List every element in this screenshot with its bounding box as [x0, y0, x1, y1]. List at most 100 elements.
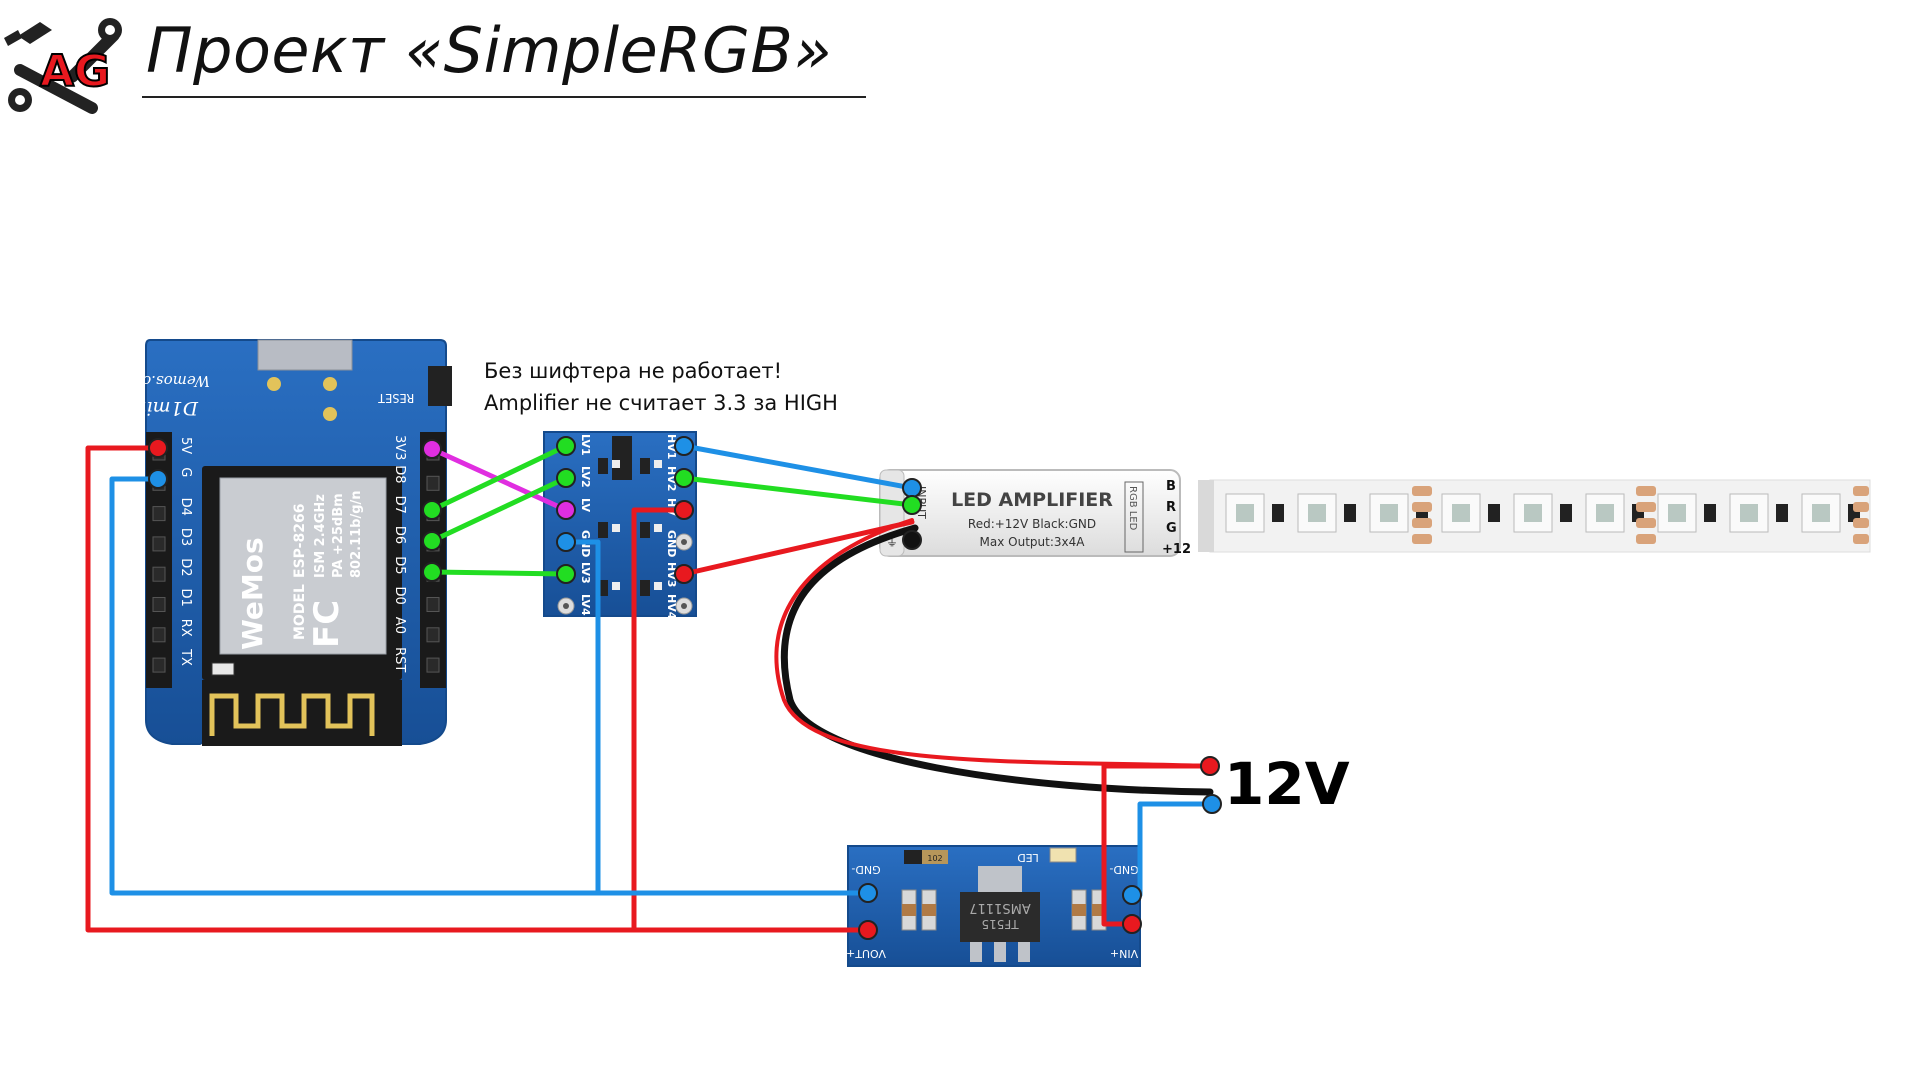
wrench-icon: [4, 18, 122, 114]
logo: AG: [4, 18, 122, 114]
dot-amp-gnd: [902, 530, 922, 550]
right-pin-socket: [426, 475, 440, 491]
shifter-hv-label: HV3: [665, 562, 678, 587]
shifter-resistor: [598, 458, 608, 474]
wire-hv4: [681, 519, 915, 577]
led-amplifier: LED AMPLIFIER Red:+12V Black:GND Max Out…: [879, 469, 1191, 557]
left-pin-socket: [152, 536, 166, 552]
shifter-resistor: [640, 580, 650, 596]
shifter-smd: [654, 582, 662, 590]
chip-line-0: MODEL: [292, 584, 308, 640]
shifter-hv-label: HV4: [665, 594, 678, 620]
dot-d7: [422, 500, 442, 520]
shifter-lv-label: LV: [579, 498, 592, 512]
led-chip: [1441, 493, 1481, 533]
led-die: [1596, 504, 1614, 522]
strip-resistor: [1776, 504, 1788, 522]
wire-vin: [1101, 763, 1213, 927]
shifter-resistor: [640, 458, 650, 474]
shifter-smd: [654, 460, 662, 468]
wemos-d1-mini-board: RESET Wemos.cc D1mini WeMos MODEL ESP-82…: [128, 339, 452, 746]
shifter-lv-label: LV4: [579, 594, 592, 616]
shifter-lv-label: LV3: [579, 562, 592, 584]
led-die: [1236, 504, 1254, 522]
note-line-2: Amplifier не считает 3.3 за HIGH: [484, 391, 838, 415]
amp-title: LED AMPLIFIER: [951, 489, 1113, 511]
shifter-resistor: [640, 522, 650, 538]
left-pin-label: D1: [178, 589, 193, 607]
dot-reg-gnd-out: [858, 883, 878, 903]
right-pin-label: D6: [392, 526, 407, 544]
amp-output-label: B: [1166, 479, 1176, 494]
shifter-hv-hole: [681, 539, 687, 545]
regulator-left-label-0: GND-: [851, 863, 880, 876]
amp-output-label: R: [1166, 500, 1176, 515]
regulator-capacitor-band: [1072, 904, 1086, 916]
wire-hv-supply: [631, 507, 687, 933]
shifter-hv-label: GND: [665, 530, 678, 557]
strip-solder-pad: [1853, 486, 1869, 496]
power-label: 12V: [1224, 750, 1350, 818]
regulator-chip-line2: TF515: [981, 917, 1019, 931]
wire-d7: [429, 443, 569, 513]
right-pin-label: D8: [392, 465, 407, 483]
strip-resistor: [1272, 504, 1284, 522]
right-pin-label: 3V3: [392, 435, 407, 460]
regulator-capacitor-band: [922, 904, 936, 916]
left-pin-label: D3: [178, 528, 193, 546]
strip-solder-pad: [1412, 518, 1432, 528]
wire-gnd: [109, 476, 871, 896]
wire-d5: [429, 569, 569, 577]
wire-5v: [85, 445, 871, 933]
note-text: Без шифтера не работает! Amplifier не сч…: [484, 355, 838, 419]
left-pin-label: RX: [178, 619, 193, 637]
wire-gnd-in: [1137, 801, 1215, 898]
reset-label: RESET: [378, 391, 414, 405]
chip-line-2: ISM 2.4GHz: [313, 494, 328, 578]
regulator-right-label-1: VIN+: [1110, 947, 1138, 960]
dot-hv1: [674, 436, 694, 456]
left-pin-socket: [152, 566, 166, 582]
strip-solder-pad: [1412, 502, 1432, 512]
led-chip: [1297, 493, 1337, 533]
shifter-lv-hole: [563, 603, 569, 609]
regulator-capacitor-band: [902, 904, 916, 916]
wire-d6: [429, 475, 569, 544]
right-pin-label: D7: [392, 496, 407, 514]
dot-lv: [556, 500, 576, 520]
led-die: [1524, 504, 1542, 522]
regulator-chip-line1: AMS1117: [969, 900, 1030, 915]
note-line-1: Без шифтера не работает!: [484, 359, 783, 383]
shifter-resistor: [598, 522, 608, 538]
wire-hv2: [681, 475, 915, 508]
shifter-hv-hole: [681, 603, 687, 609]
left-pin-label: D4: [178, 498, 193, 516]
left-pin-label: 5V: [178, 437, 193, 454]
strip-resistor: [1704, 504, 1716, 522]
dot-hv: [674, 500, 694, 520]
model-label: D1mini: [128, 397, 199, 419]
amp-line3: Max Output:3x4A: [980, 535, 1086, 549]
regulator-right-label-0: GND-: [1109, 863, 1138, 876]
strip-solder-pad: [1853, 518, 1869, 528]
dot-d5: [422, 562, 442, 582]
strip-solder-pad: [1412, 486, 1432, 496]
amp-output-label: G: [1166, 521, 1177, 536]
strip-connector: [1198, 480, 1214, 552]
left-pin-socket: [152, 597, 166, 612]
strip-solder-pad: [1853, 502, 1869, 512]
right-pin-label: RST: [392, 647, 407, 672]
left-pin-socket: [152, 657, 166, 673]
dot-amp-g: [902, 495, 922, 515]
wire-shifter-gnd: [563, 539, 601, 896]
regulator-cap-label: 102: [927, 854, 942, 863]
chip-brand: WeMos: [236, 537, 269, 650]
dot-hv4: [674, 564, 694, 584]
dot-hv2: [674, 468, 694, 488]
left-pin-label: G: [178, 467, 193, 477]
shifter-lv-label: LV1: [579, 434, 592, 456]
wire-12v-black: [780, 524, 1214, 796]
dot-lv1: [556, 436, 576, 456]
wires: [85, 443, 1215, 933]
